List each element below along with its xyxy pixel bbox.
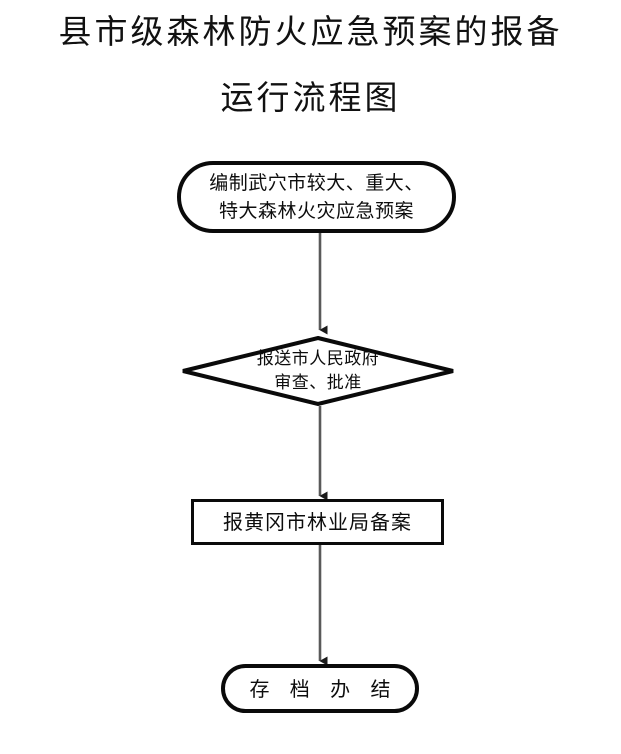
flow-node-start-line-1: 编制武穴市较大、重大、 [209, 172, 424, 194]
flow-node-decision-line-1: 报送市人民政府 [256, 349, 380, 369]
flow-node-process[interactable]: 报黄冈市林业局备案 [191, 499, 444, 545]
page-title-line-2: 运行流程图 [220, 78, 401, 117]
flow-node-decision-line-2: 审查、批准 [274, 373, 362, 393]
page-title: 县市级森林防火应急预案的报备 运行流程图 [0, 10, 621, 120]
flow-node-end-text: 存 档 办 结 [249, 676, 398, 701]
flow-node-decision[interactable]: 报送市人民政府 审查、批准 [181, 336, 455, 406]
flow-node-end[interactable]: 存 档 办 结 [221, 664, 419, 713]
flow-node-start-line-2: 特大森林火灾应急预案 [218, 200, 414, 222]
flow-node-start[interactable]: 编制武穴市较大、重大、 特大森林火灾应急预案 [177, 161, 456, 233]
diamond-shape [182, 336, 454, 406]
flow-node-start-text: 编制武穴市较大、重大、 特大森林火灾应急预案 [203, 169, 430, 225]
page-title-line-1: 县市级森林防火应急预案的报备 [58, 12, 563, 51]
flow-node-process-text: 报黄冈市林业局备案 [223, 510, 412, 534]
flow-node-decision-text: 报送市人民政府 审查、批准 [257, 347, 380, 395]
